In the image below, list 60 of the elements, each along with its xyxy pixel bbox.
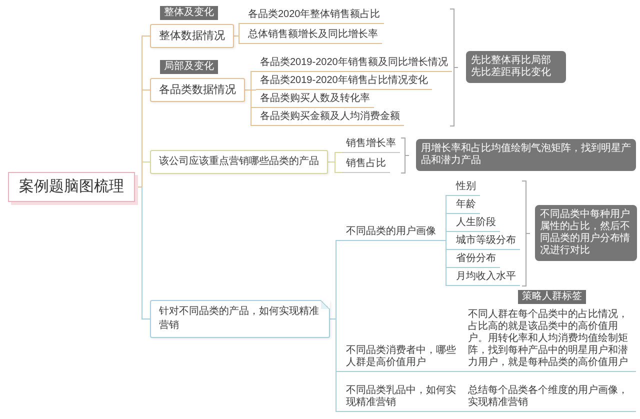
connector-line [250,107,256,108]
subtopic-label: 不同品类消费者中，哪些人群是高价值用户 [342,344,460,372]
summary-text: 先比整体再比局部 [471,55,552,66]
topic-box: 该公司应该重点营销哪些品类的产品 [150,150,328,174]
connector-line [446,231,452,232]
subtopic-label: 总结每个品类各个维度的用户画像，实现精准营销 [464,384,636,412]
subtopic-label: 各品类购买人数及转化率 [256,92,374,108]
subtopic-label: 人生阶段 [452,216,500,232]
connector-line [446,195,452,196]
subtopic-label: 总体销售额增长及同比增长率 [244,28,382,44]
connector-line [250,125,256,126]
subtopic-label: 月均收入水平 [452,270,520,286]
connector-line [250,71,256,72]
central-topic-box: 案例题脑图梳理 [8,172,135,202]
subtopic-label: 各品类2019-2020年销售占比情况变化 [256,74,432,90]
connector-line [334,152,342,153]
connector-line [330,318,336,320]
subtopic-label: 不同品类的用户画像 [342,225,440,241]
connector-line [250,107,252,126]
connector-line [334,152,336,162]
tag-label: 策略人群标签 [518,290,586,304]
subtopic-label: 各品类2019-2020年销售额及同比增长情况 [256,56,452,72]
connector-line [446,213,452,214]
connector-line [460,371,464,372]
connector-line [446,267,452,268]
subtopic-label: 不同品类乳品中，如何实现精准营销 [342,384,460,412]
summary-text: 先比差距再比变化 [471,67,552,79]
subtopic-label: 年龄 [452,198,480,214]
connector-line [336,240,342,241]
connector-line [238,43,244,44]
subtopic-label: 销售占比 [342,157,390,173]
connector-line [336,411,342,412]
subtopic-label: 性别 [452,180,480,196]
connector-line [460,411,464,412]
connector-line [440,240,446,241]
connector-line [250,71,252,90]
summary-note: 不同品类中每种用户属性的占比，然后不同品类的用户分布情况进行对比 [535,205,637,261]
connector-line [334,162,336,173]
connector-line [336,371,342,372]
connector-line [238,23,240,36]
connector-line [238,23,244,24]
tag-label: 整体及变化 [160,6,218,20]
summary-note: 用增长率和占比均值绘制气泡矩阵，找到明星产品和潜力产品 [416,139,636,171]
topic-box: 各品类数据情况 [150,78,245,102]
subtopic-label: 各品类购买金额及人均消费金额 [256,110,404,126]
subtopic-label: 省份分布 [452,252,500,268]
summary-note [466,51,566,83]
topic-box: 整体数据情况 [150,24,234,48]
subtopic-label: 销售增长率 [342,137,400,153]
tag-label: 局部及变化 [160,60,218,74]
connector-line [446,285,452,286]
connector-line [250,90,252,108]
connector-line [238,36,240,44]
subtopic-label: 城市等级分布 [452,234,520,250]
subtopic-label: 各品类2020年整体销售额占比 [244,8,384,24]
subtopic-label: 不同人群在每个品类中的占比情况，占比高的就是该品类中的高价值用户。用转化率和人均消费均值绘制矩阵，找到每种产品中的明星用户和潜力用户，就是每种品类的高价值用户 [464,308,636,372]
connector-line [142,318,150,320]
connector-line [446,249,452,250]
topic-box: 针对不同品类的产品，如何实现精准营销 [150,300,330,338]
connector-line [334,172,342,173]
